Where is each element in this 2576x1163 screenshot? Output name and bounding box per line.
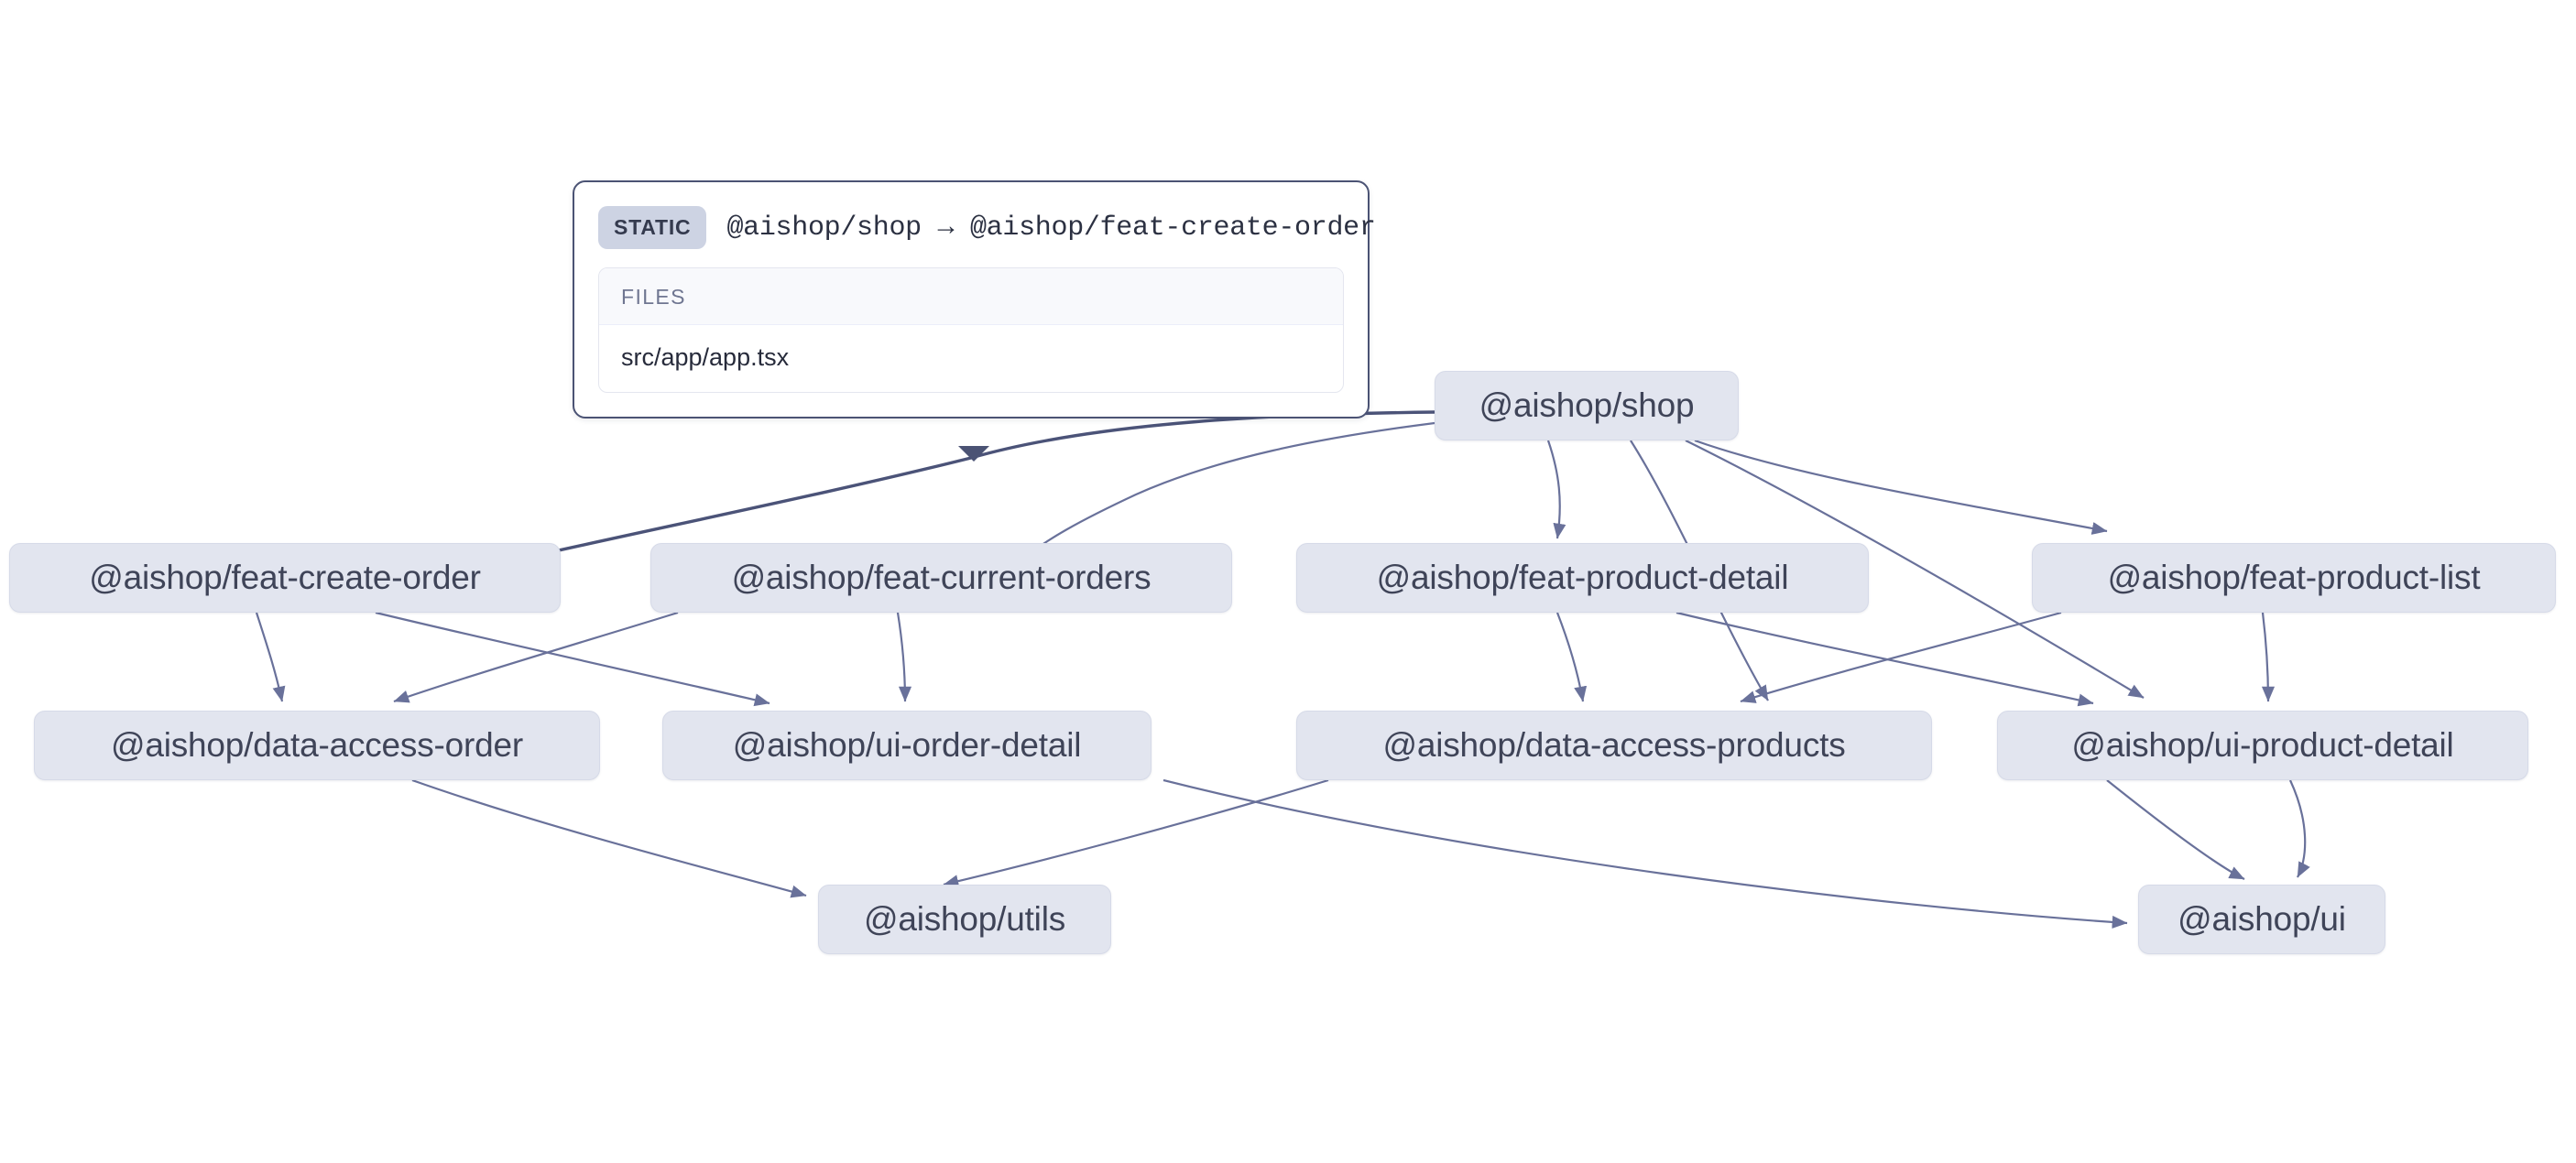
graph-node-feat-current-orders[interactable]: @aishop/feat-current-orders	[650, 543, 1232, 613]
graph-edge[interactable]	[255, 612, 286, 702]
graph-edge[interactable]	[1694, 439, 2108, 535]
graph-edge[interactable]	[2106, 779, 2245, 880]
graph-edge[interactable]	[943, 778, 1329, 888]
tooltip-title: @aishop/shop → @aishop/feat-create-order	[726, 212, 1376, 244]
graph-node-feat-create-order[interactable]: @aishop/feat-create-order	[9, 543, 561, 613]
graph-edge[interactable]	[1675, 611, 2094, 707]
status-badge: STATIC	[598, 206, 707, 249]
graph-edge[interactable]	[1555, 612, 1588, 702]
graph-edge[interactable]	[896, 612, 912, 702]
graph-node-feat-product-list[interactable]: @aishop/feat-product-list	[2032, 543, 2556, 613]
graph-edge[interactable]	[411, 778, 807, 898]
tooltip-header: STATIC @aishop/shop → @aishop/feat-creat…	[598, 202, 1376, 267]
files-caption: FILES	[599, 268, 1343, 325]
graph-node-feat-product-detail[interactable]: @aishop/feat-product-detail	[1296, 543, 1869, 613]
files-list: src/app/app.tsx	[599, 325, 1343, 392]
graph-edge[interactable]	[1162, 778, 2128, 929]
graph-edge[interactable]	[1546, 440, 1566, 539]
graph-node-shop[interactable]: @aishop/shop	[1435, 371, 1739, 440]
graph-node-data-access-order[interactable]: @aishop/data-access-order	[34, 711, 600, 780]
graph-edge[interactable]	[1740, 611, 2062, 703]
tooltip-pointer-icon	[958, 446, 989, 462]
graph-node-utils[interactable]: @aishop/utils	[818, 885, 1111, 954]
files-panel: FILES src/app/app.tsx	[598, 267, 1344, 393]
graph-edge[interactable]	[2289, 779, 2310, 878]
edge-detail-tooltip[interactable]: STATIC @aishop/shop → @aishop/feat-creat…	[573, 180, 1376, 418]
graph-edge[interactable]	[393, 611, 679, 703]
graph-edge[interactable]	[2261, 612, 2276, 702]
graph-node-data-access-products[interactable]: @aishop/data-access-products	[1296, 711, 1932, 780]
graph-edge[interactable]	[1685, 440, 2145, 699]
graph-edge[interactable]	[1021, 421, 1435, 561]
file-row[interactable]: src/app/app.tsx	[621, 343, 790, 371]
graph-node-ui[interactable]: @aishop/ui	[2138, 885, 2385, 954]
graph-node-ui-product-detail[interactable]: @aishop/ui-product-detail	[1997, 711, 2528, 780]
graph-edge[interactable]	[375, 611, 770, 707]
graph-node-ui-order-detail[interactable]: @aishop/ui-order-detail	[662, 711, 1152, 780]
